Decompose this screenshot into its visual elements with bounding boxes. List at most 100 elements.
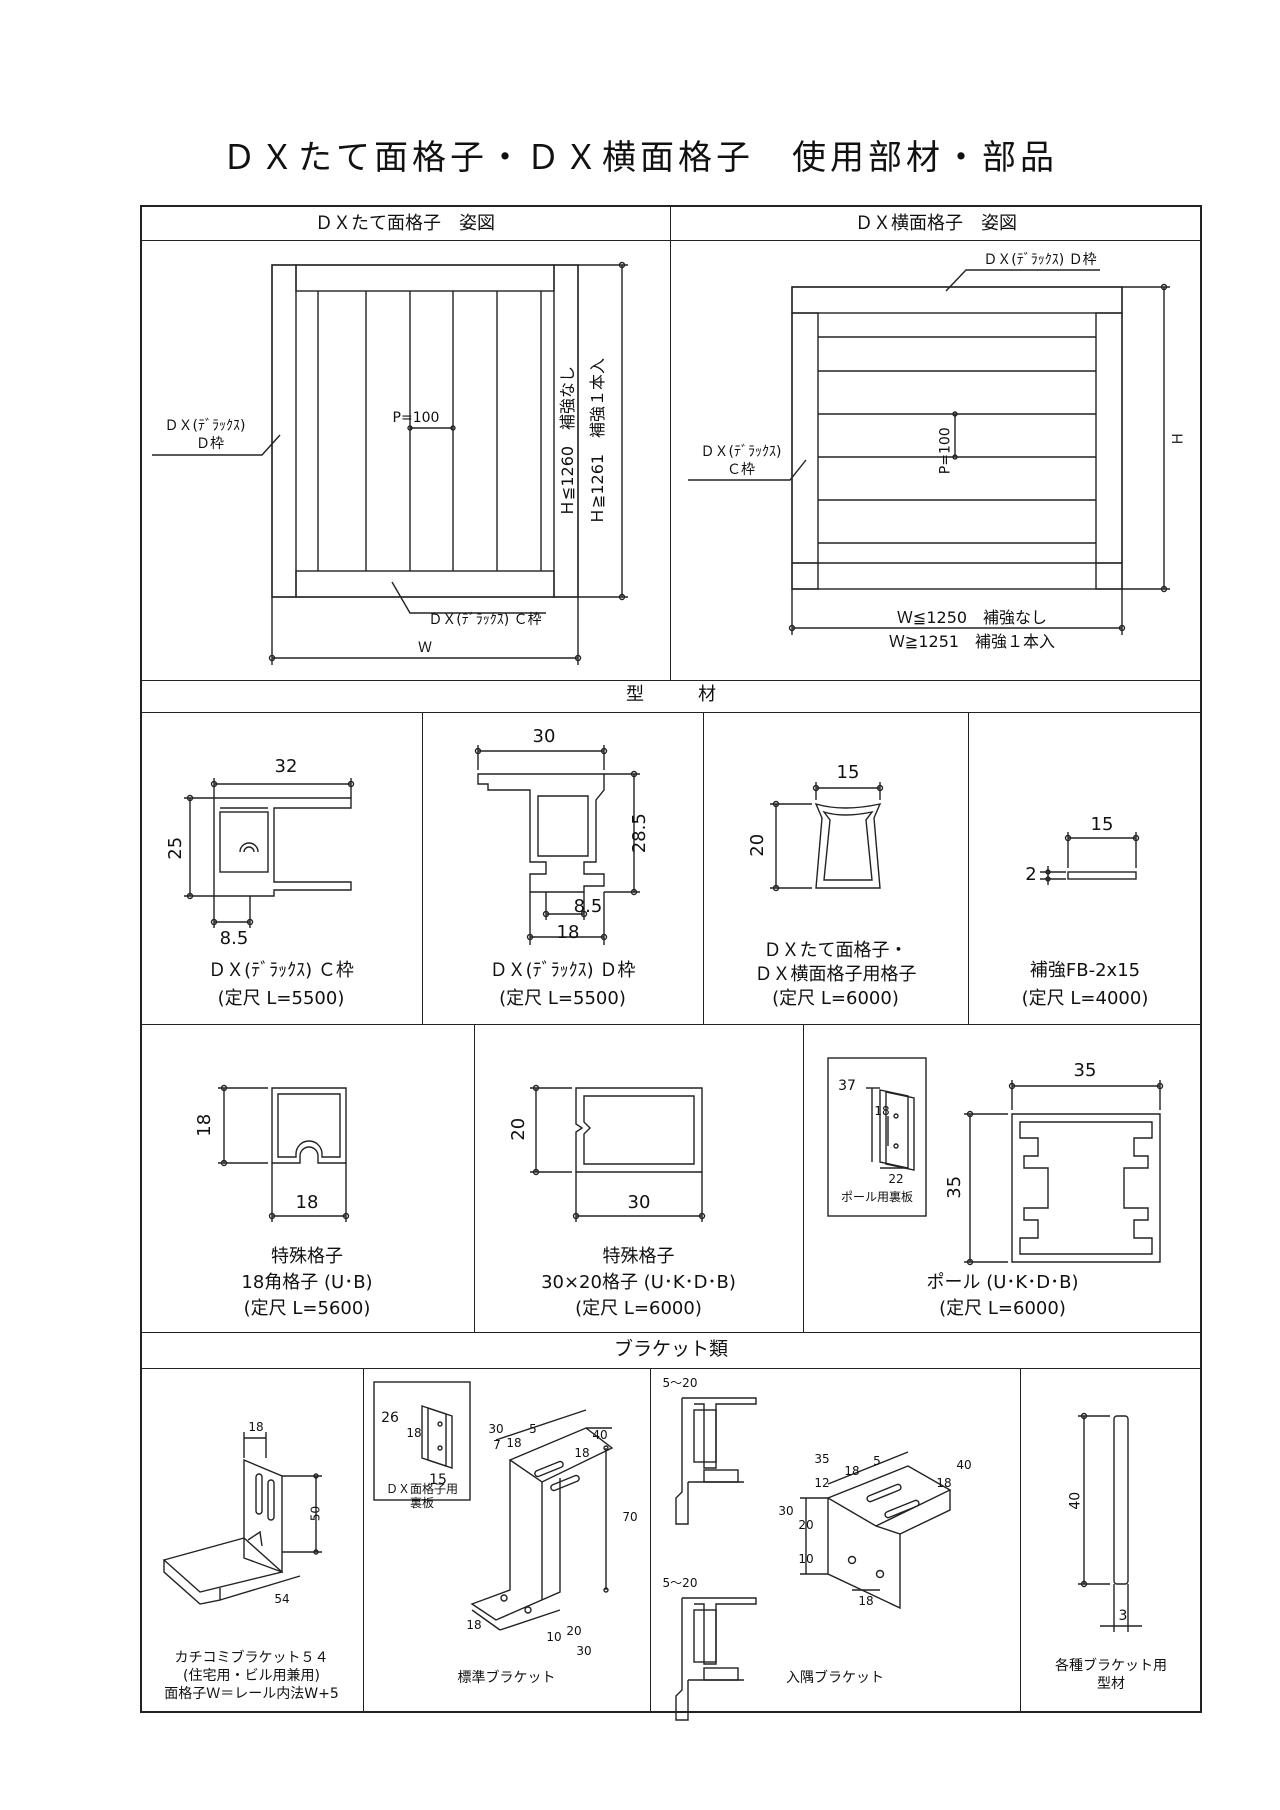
section-yoko-view: ＤＸ横面格子 姿図 [855, 213, 1017, 234]
profile-divider-4 [474, 1024, 475, 1332]
corner-dim-5: 5 [873, 1454, 881, 1468]
lattice18-caption-3: (定尺 L=5600) [243, 1298, 371, 1319]
tate-width-label: Ｗ [418, 640, 432, 656]
corner-dim-18a: 18 [844, 1464, 860, 1478]
pole-caption-1: ポール (U･K･D･B) [926, 1272, 1079, 1293]
lattice-caption-3: (定尺 L=6000) [772, 988, 899, 1009]
pole-caption-2: (定尺 L=6000) [939, 1298, 1066, 1319]
drawing-frame [140, 205, 1202, 1713]
reinforcement-fb-profile [1040, 832, 1140, 885]
lattice-caption-1: ＤＸたて面格子・ [763, 940, 908, 961]
yoko-width-note-2: Ｗ≧1251 補強１本入 [888, 632, 1056, 651]
std-dim-18b: 18 [574, 1446, 590, 1460]
yoko-height-label: Ｈ [1170, 431, 1187, 446]
d-frame-dim-width: 30 [532, 726, 556, 747]
tate-elevation-drawing [152, 261, 628, 665]
std-dim-20: 20 [566, 1624, 582, 1638]
c-frame-caption-2: (定尺 L=5500) [217, 988, 345, 1009]
view-divider [670, 205, 671, 680]
header-divider [140, 240, 1202, 241]
kachikomi-dim-54: 54 [274, 1592, 290, 1606]
plate-label-1: ＤＸ面格子用 [385, 1482, 458, 1496]
corner-dim-18b: 18 [936, 1476, 952, 1490]
profile-divider-3 [968, 712, 969, 1024]
lattice3020-caption-3: (定尺 L=6000) [575, 1298, 702, 1319]
std-dim-30b: 30 [576, 1644, 592, 1658]
lattice3020-caption-2: 30×20格子 (U･K･D･B) [541, 1272, 736, 1293]
std-dim-70: 70 [622, 1510, 638, 1524]
tate-frame-d-label-1: ＤＸ(ﾃﾞﾗｯｸｽ) [164, 418, 246, 434]
material-dim-40: 40 [1067, 1491, 1084, 1510]
standard-bracket-drawing [373, 1381, 614, 1631]
yoko-elevation-drawing [688, 269, 1170, 635]
lattice-18-profile [218, 1084, 350, 1222]
tate-height-note-2: Ｈ≧1261 補強１本入 [588, 357, 607, 525]
lattice-dim-width: 15 [836, 762, 860, 783]
std-dim-5: 5 [529, 1422, 537, 1436]
lattice18-dim-height: 18 [193, 1113, 215, 1137]
corner-dim-20: 20 [798, 1518, 814, 1532]
d-frame-caption-1: ＤＸ(ﾃﾞﾗｯｸｽ) Ｄ枠 [489, 960, 636, 981]
c-frame-dim-width: 32 [274, 756, 298, 777]
kachikomi-caption-2: (住宅用・ビル用兼用) [183, 1668, 320, 1684]
material-caption-2: 型材 [1097, 1676, 1125, 1692]
material-caption-1: 各種ブラケット用 [1055, 1658, 1167, 1674]
pole-profile [827, 1057, 1164, 1266]
corner-dim-10: 10 [798, 1552, 814, 1566]
std-dim-30: 30 [488, 1422, 504, 1436]
tate-height-note-1: Ｈ≦1260 補強なし [558, 365, 577, 517]
bracket-divider-3 [1020, 1368, 1021, 1713]
pole-dim-width: 35 [1073, 1060, 1097, 1081]
std-dim-18c: 18 [466, 1618, 482, 1632]
page-title: ＤＸたて面格子・ＤＸ横面格子 使用部材・部品 [222, 138, 1058, 178]
tate-pitch-label: P=100 [392, 410, 440, 426]
bracket-divider-2 [650, 1368, 651, 1713]
corner-dim-gap-bottom: 5〜20 [662, 1576, 698, 1590]
brackets-header-top [140, 1332, 1202, 1333]
plate-dim-26: 26 [381, 1410, 399, 1426]
pole-plate-dim-37: 37 [838, 1078, 856, 1094]
d-frame-dim-slot: 8.5 [573, 896, 603, 917]
lattice-caption-2: ＤＸ横面格子用格子 [754, 964, 917, 985]
corner-dim-18c: 18 [858, 1594, 874, 1608]
plate-dim-18: 18 [406, 1426, 422, 1440]
c-frame-caption-1: ＤＸ(ﾃﾞﾗｯｸｽ) Ｃ枠 [208, 960, 354, 981]
kachikomi-caption-1: カチコミブラケット５４ [174, 1650, 329, 1666]
kachikomi-caption-3: 面格子Ｗ＝レール内法W+5 [164, 1686, 339, 1702]
section-profiles: 型 材 [626, 684, 716, 705]
c-frame-profile [184, 778, 355, 928]
yoko-pitch-label: P=100 [937, 427, 954, 475]
tate-frame-c-label: ＤＸ(ﾃﾞﾗｯｸｽ) Ｃ枠 [428, 612, 542, 628]
pole-dim-height: 35 [943, 1175, 965, 1199]
pole-plate-dim-18: 18 [874, 1104, 890, 1118]
kachikomi-dim-18: 18 [248, 1420, 264, 1434]
d-frame-dim-height: 28.5 [628, 813, 650, 854]
material-dim-3: 3 [1118, 1608, 1128, 1624]
corner-bracket-caption: 入隅ブラケット [786, 1670, 884, 1686]
std-dim-7: 7 [493, 1438, 501, 1452]
yoko-frame-c-label-1: ＤＸ(ﾃﾞﾗｯｸｽ) [700, 444, 782, 460]
brackets-header-bottom [140, 1368, 1202, 1369]
yoko-frame-c-label-2: Ｃ枠 [727, 462, 755, 478]
corner-bracket-drawing [675, 1397, 952, 1721]
corner-dim-gap-top: 5〜20 [662, 1376, 698, 1390]
section-tate-view: ＤＸたて面格子 姿図 [315, 213, 495, 234]
fb-dim-width: 15 [1090, 814, 1114, 835]
profiles-header-bottom [140, 712, 1202, 713]
d-frame-profile [474, 745, 640, 945]
plate-label-2: 裏板 [409, 1496, 434, 1510]
pole-plate-dim-22: 22 [888, 1172, 904, 1186]
lattice18-caption-2: 18角格子 (U･B) [241, 1272, 373, 1293]
lattice18-dim-width: 18 [295, 1192, 319, 1213]
yoko-width-note-1: Ｗ≦1250 補強なし [896, 608, 1048, 627]
bracket-material-drawing [1078, 1412, 1142, 1632]
lattice3020-caption-1: 特殊格子 [602, 1246, 675, 1267]
tate-frame-d-label-2: Ｄ枠 [196, 436, 224, 452]
profile-divider-1 [422, 712, 423, 1024]
kachikomi-bracket-drawing [162, 1432, 322, 1605]
yoko-frame-d-label: ＤＸ(ﾃﾞﾗｯｸｽ) Ｄ枠 [983, 252, 1097, 268]
corner-dim-35: 35 [814, 1452, 830, 1466]
kachikomi-dim-50: 50 [308, 1505, 323, 1522]
lattice3020-dim-height: 20 [507, 1117, 529, 1141]
